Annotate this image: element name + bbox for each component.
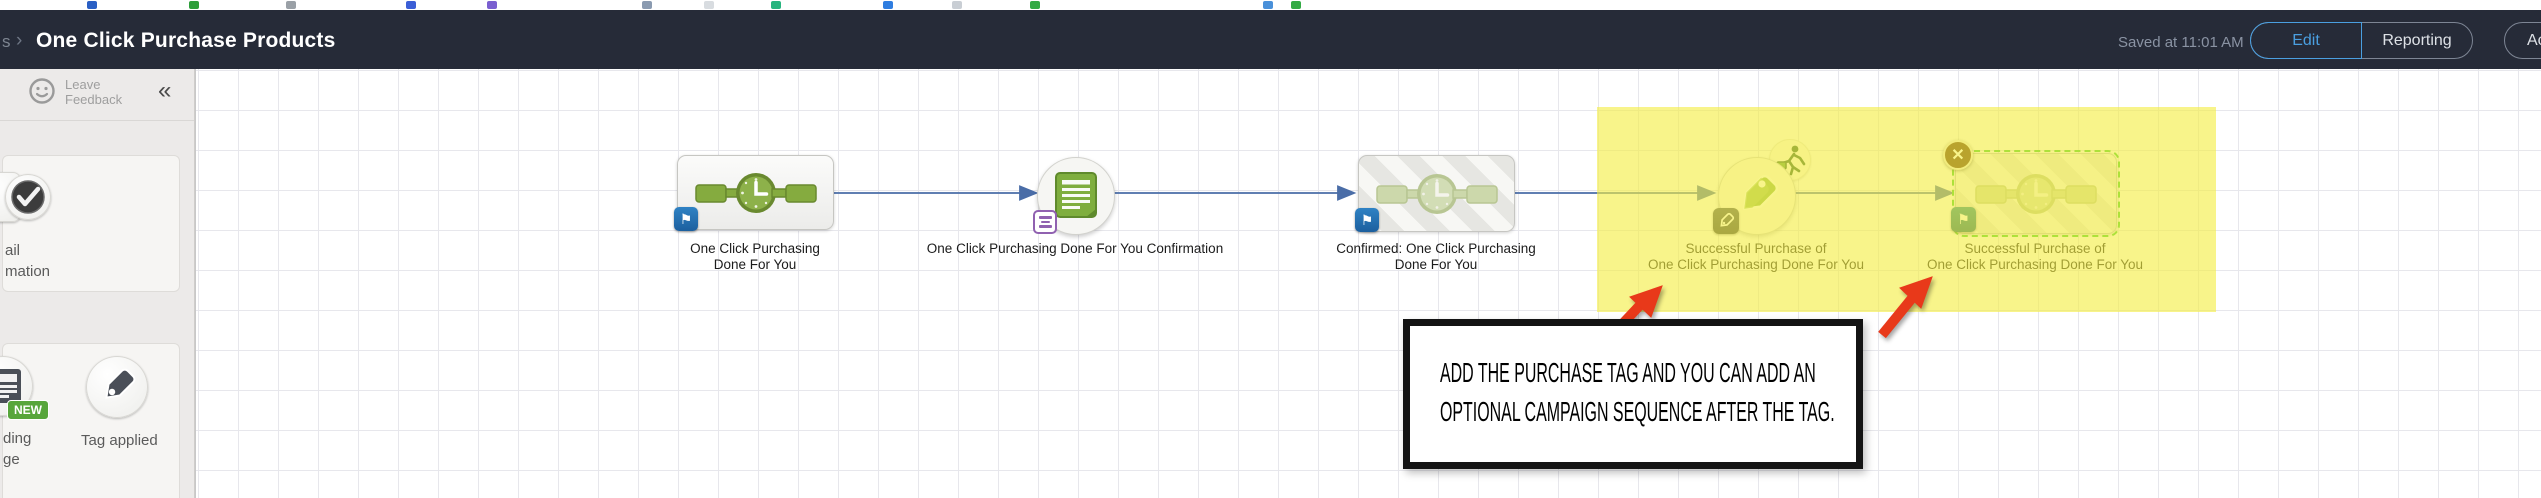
flag-badge-icon: ⚑ [1951,207,1976,232]
edit-button[interactable]: Edit [2250,22,2362,59]
palette-panel-2: NEW ding ge Tag applied [0,343,180,498]
new-badge: NEW [7,400,49,420]
favicon [952,1,962,9]
favicon [87,1,97,9]
flag-badge-icon: ⚑ [674,207,698,231]
breadcrumb[interactable]: s [2,32,11,51]
favicon [1263,1,1273,9]
tag-badge-icon [1713,208,1739,234]
breadcrumb-chevron-icon: › [16,30,23,51]
node-label: One Click Purchasing Done For You Confir… [926,241,1224,256]
favicon [406,1,416,9]
favicon [1291,1,1301,9]
tag-applied-icon[interactable] [86,356,148,418]
header-bar: s › One Click Purchase Products Saved at… [0,10,2541,69]
node-label: Successful Purchase of One Click Purchas… [1926,241,2144,272]
palette-panel-1: ail mation [0,155,180,292]
flag-badge-icon: ⚑ [1355,208,1379,232]
favicon [771,1,781,9]
favicon-strip [0,0,2541,10]
favicon [286,1,296,9]
favicon [642,1,652,9]
node-label: One Click Purchasing Done For You [690,241,820,272]
favicon [487,1,497,9]
leave-feedback-button[interactable]: Leave Feedback [28,77,122,110]
email-confirmation-icon[interactable] [5,174,51,220]
favicon [1030,1,1040,9]
campaign-canvas[interactable] [195,69,2541,498]
favicon [883,1,893,9]
node-sequence-one-click-purchasing[interactable] [677,155,834,230]
node-label: Confirmed: One Click Purchasing Done For… [1336,241,1536,272]
annotation-text: OPTIONAL CAMPAIGN SEQUENCE AFTER THE TAG… [1440,396,1835,427]
palette-item-label: Tag applied [81,432,158,449]
annotation-text: ADD THE PURCHASE TAG AND YOU CAN ADD AN [1440,357,1816,388]
palette-item-label: ail mation [5,242,51,280]
reporting-button[interactable]: Reporting [2382,31,2452,49]
node-sequence-confirmed[interactable] [1358,155,1515,232]
sidebar-palette: Leave Feedback « ail mation [0,69,195,498]
saved-status: Saved at 11:01 AM [2118,34,2244,51]
divider [0,120,194,121]
page-title: One Click Purchase Products [36,29,336,52]
favicon [704,1,714,9]
leave-feedback-label: Leave [65,77,101,92]
leave-feedback-label: Feedback [65,92,123,107]
collapse-sidebar-icon[interactable]: « [158,77,172,104]
palette-item-label: ding ge [3,430,32,468]
view-toggle: Edit Reporting [2250,22,2473,59]
favicon [189,1,199,9]
delete-icon[interactable]: ✕ [1943,140,1973,170]
annotation-box: ADD THE PURCHASE TAG AND YOU CAN ADD AN … [1403,319,1863,469]
actions-button[interactable]: Act [2504,22,2541,59]
note-badge-icon [1033,210,1057,234]
smiley-icon [28,77,56,110]
node-sequence-successful-purchase[interactable] [1952,150,2120,237]
